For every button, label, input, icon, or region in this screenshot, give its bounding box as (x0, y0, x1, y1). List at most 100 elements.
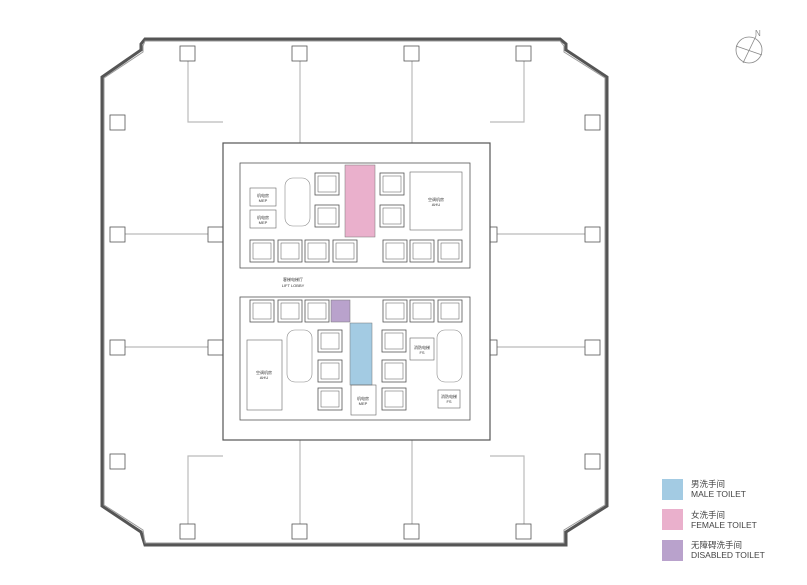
column (109, 114, 126, 131)
elevator-cab (385, 242, 405, 260)
elevator-car (249, 239, 275, 263)
room-labels: 机电房 MEP 机电房 MEP 空调机房 AHU 客梯电梯厅 LIFT LOBB… (256, 192, 457, 406)
elevator-car (379, 204, 405, 228)
elevator-cab (335, 242, 355, 260)
column (109, 339, 126, 356)
svg-text:FS: FS (419, 350, 424, 355)
legend-swatch (662, 509, 683, 530)
elevator-car (379, 172, 405, 196)
column (584, 114, 601, 131)
tenant-partitions (125, 61, 585, 539)
north-arrow-icon: N (735, 29, 763, 64)
elevator-cab (320, 332, 340, 350)
elevator-car (437, 239, 463, 263)
columns (109, 45, 601, 540)
elevator-cab (317, 207, 337, 225)
elevator-cab (440, 302, 460, 320)
column (584, 339, 601, 356)
column (403, 45, 420, 62)
elevator-cab (280, 302, 300, 320)
svg-text:MEP: MEP (259, 220, 268, 225)
elevator-car (332, 239, 358, 263)
elevator-cab (280, 242, 300, 260)
elevator-cab (320, 362, 340, 380)
elevator-cab (440, 242, 460, 260)
room-label-mep-lower: 机电房 (357, 395, 369, 401)
svg-text:N: N (755, 29, 761, 38)
elevator-cab (252, 302, 272, 320)
exterior-wall (100, 37, 609, 547)
elevator-car (381, 387, 407, 411)
elevator-car (381, 359, 407, 383)
room-label-fs-1: 消防电梯 (414, 344, 430, 350)
elevator-car (304, 299, 330, 323)
female-toilet (344, 164, 376, 238)
elevator-cab (385, 302, 405, 320)
partition-wall (490, 61, 525, 123)
column (207, 226, 224, 243)
column (179, 45, 196, 62)
elevator-car (382, 239, 408, 263)
elevator-car (382, 299, 408, 323)
column (584, 453, 601, 470)
elevator-car (277, 239, 303, 263)
elevator-car (277, 299, 303, 323)
svg-text:FS: FS (446, 399, 451, 404)
elevator-car (317, 387, 343, 411)
elevator-cab (382, 207, 402, 225)
svg-text:LIFT LOBBY: LIFT LOBBY (282, 283, 305, 288)
elevator-cab (384, 390, 404, 408)
elevator-car (409, 299, 435, 323)
svg-text:AHU: AHU (432, 202, 441, 207)
column (291, 45, 308, 62)
column (515, 523, 532, 540)
elevator-car (317, 329, 343, 353)
elevator-car (314, 204, 340, 228)
male-toilet (349, 322, 373, 386)
column (109, 226, 126, 243)
elevator-cab (307, 242, 327, 260)
legend-swatch (662, 539, 683, 561)
room-label-ahu-lower: 空调机房 (256, 369, 272, 375)
elevator-car (437, 299, 463, 323)
elevator-car (409, 239, 435, 263)
elevator-cab (307, 302, 327, 320)
svg-text:MEP: MEP (259, 198, 268, 203)
elevator-cab (384, 362, 404, 380)
column (515, 45, 532, 62)
svg-text:MEP: MEP (359, 401, 368, 406)
legend-swatch (662, 478, 683, 500)
column (207, 339, 224, 356)
room-label-mep-2: 机电房 (257, 214, 269, 220)
elevator-car (317, 359, 343, 383)
elevator-cab (252, 242, 272, 260)
building-core (222, 142, 491, 441)
svg-text:AHU: AHU (260, 375, 269, 380)
room-label-fs-2: 消防电梯 (441, 393, 457, 399)
column (584, 226, 601, 243)
elevator-cab (412, 242, 432, 260)
disabled-toilet (330, 299, 351, 323)
partition-wall (490, 455, 525, 539)
column (403, 523, 420, 540)
elevator-cab (412, 302, 432, 320)
elevator-cab (382, 175, 402, 193)
elevator-car (304, 239, 330, 263)
room-label-mep-1: 机电房 (257, 192, 269, 198)
elevator-car (314, 172, 340, 196)
elevator-car (381, 329, 407, 353)
column (291, 523, 308, 540)
elevator-cab (317, 175, 337, 193)
partition-wall (187, 455, 223, 539)
room-label-ahu-upper: 空调机房 (428, 196, 444, 202)
elevator-cab (384, 332, 404, 350)
elevators (249, 172, 463, 411)
column (109, 453, 126, 470)
column (179, 523, 196, 540)
room-label-lift-lobby: 客梯电梯厅 (283, 276, 303, 282)
